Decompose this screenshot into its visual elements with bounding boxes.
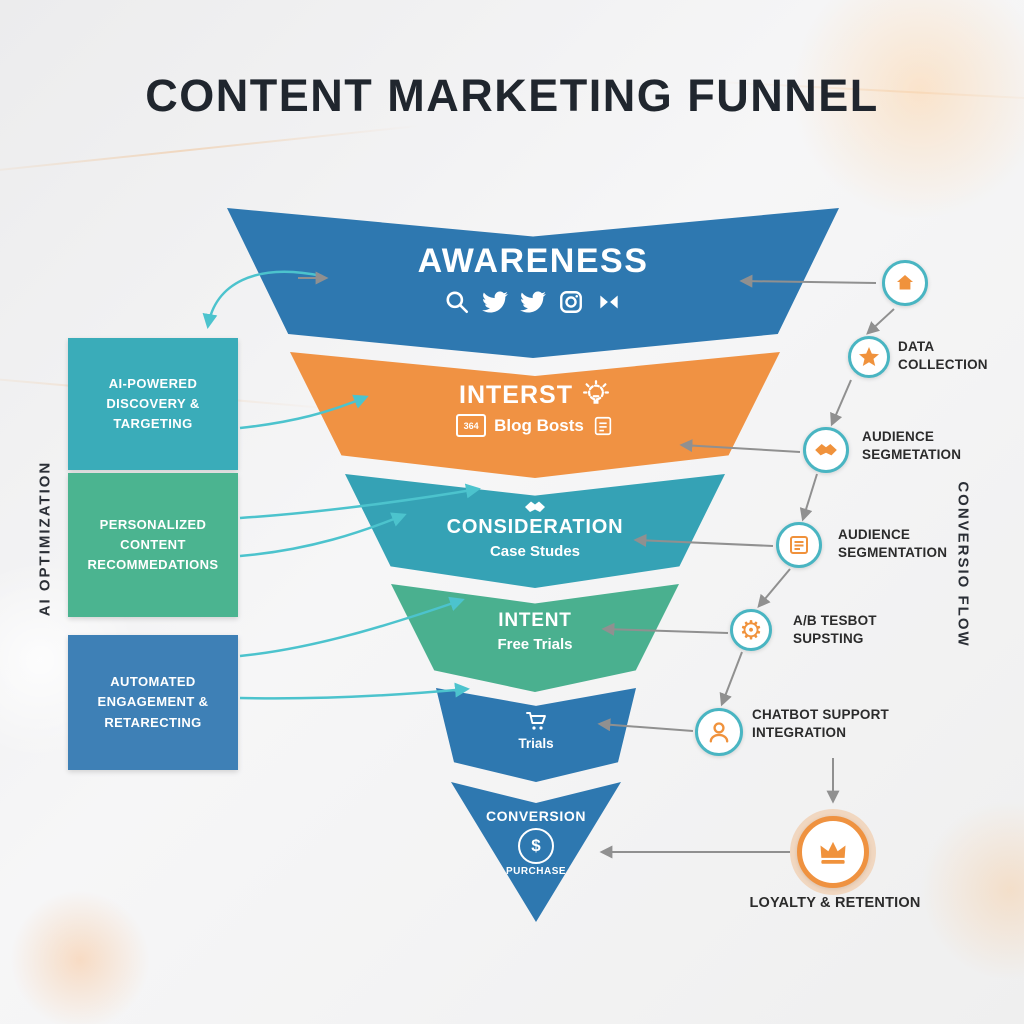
funnel-stage-conversion: CONVERSION $ PURCHASE: [451, 782, 621, 922]
label-ab-testing: A/B TESBOT SUPSTING: [793, 613, 877, 646]
star-icon: [848, 336, 890, 378]
home-icon: [882, 260, 928, 306]
search-icon: [444, 289, 470, 315]
stage-title: INTENT: [498, 610, 572, 631]
label-chatbot-support: CHATBOT SUPPORT INTEGRATION: [752, 707, 889, 740]
twitter-icon: [520, 289, 546, 315]
stage-subtitle: PURCHASE: [505, 866, 567, 877]
calculator-icon: 364: [456, 414, 487, 437]
stage-title: AWARENESS: [417, 242, 649, 280]
person-icon: [695, 708, 743, 756]
funnel-stage-interest: INTERST 364 Blog Bosts: [290, 352, 780, 478]
funnel-stage-awareness: AWARENESS: [227, 208, 839, 358]
right-vertical-label: CONVERSIO FLOW: [954, 481, 972, 648]
gear-glyph: ⚙: [739, 615, 763, 645]
crown-icon: [797, 816, 869, 888]
stage-title: CONVERSION: [485, 808, 587, 824]
left-vertical-label: AI OPTIMIZATION: [36, 460, 54, 617]
left-box-ai-discovery: AI-POWERED DISCOVERY & TARGETING: [68, 338, 238, 470]
stage-subtitle: Blog Bosts: [494, 415, 584, 435]
label-audience-segmentation: AUDIENCE SEGMENTATION: [838, 527, 948, 560]
handshake-icon: [803, 427, 849, 473]
light-streak: [0, 124, 419, 178]
twitter-icon: [482, 289, 508, 315]
funnel-stage-trials: Trials: [436, 688, 636, 782]
stage-subtitle: Trials: [518, 736, 554, 751]
left-box-label: PERSONALIZED CONTENT RECOMMEDATIONS: [87, 516, 219, 573]
funnel-stage-consideration: CONSIDERATION Case Studes: [345, 474, 725, 588]
left-box-label: AI-POWERED DISCOVERY & TARGETING: [106, 375, 200, 432]
stage-subtitle: Case Studes: [489, 543, 581, 560]
label-audience-segmetation: AUDIENCE SEGMETATION: [862, 429, 962, 462]
handshake-icon: [523, 498, 547, 516]
left-box-label: AUTOMATED ENGAGEMENT & RETARECTING: [97, 674, 209, 730]
calculator-digits: 364: [463, 420, 479, 431]
chart-doc-icon: [592, 415, 614, 437]
label-data-collection: DATA COLLECTION: [898, 339, 988, 372]
stage-title: INTERST: [459, 380, 573, 409]
dollar-symbol: $: [531, 836, 541, 855]
label-loyalty-retention: LOYALTY & RETENTION: [749, 895, 921, 911]
stage-subtitle: Free Trials: [497, 636, 573, 653]
stage-title: CONSIDERATION: [446, 516, 624, 538]
left-box-personalized-content: PERSONALIZED CONTENT RECOMMEDATIONS: [68, 473, 238, 617]
bokeh-glow: [10, 890, 150, 1024]
instagram-icon: [558, 289, 584, 315]
left-box-automated-engagement: AUTOMATED ENGAGEMENT & RETARECTING: [68, 635, 238, 770]
list-icon: [776, 522, 822, 568]
page-title: CONTENT MARKETING FUNNEL: [145, 70, 879, 121]
gear-icon: ⚙: [730, 609, 772, 651]
video-icon: [596, 289, 622, 315]
bokeh-glow: [920, 800, 1024, 980]
cart-icon: [523, 709, 549, 733]
funnel-stage-intent: INTENT Free Trials: [391, 584, 679, 692]
dollar-icon: $: [518, 828, 554, 864]
lightbulb-icon: [581, 380, 611, 410]
